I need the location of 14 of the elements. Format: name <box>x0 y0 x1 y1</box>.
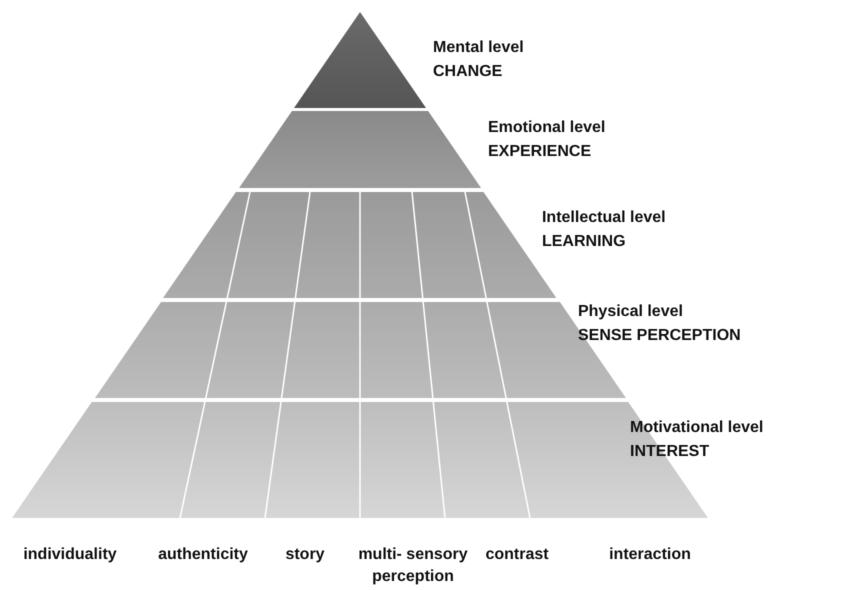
level-title: Mental level <box>432 38 524 58</box>
level-title: Motivational level <box>630 418 764 438</box>
level-title: Physical level <box>578 302 683 322</box>
column-label: individuality <box>22 545 118 565</box>
column-label: authenticity <box>157 545 249 565</box>
level-subtitle: EXPERIENCE <box>488 142 592 162</box>
level-title: Emotional level <box>488 118 606 138</box>
level-subtitle: CHANGE <box>432 62 502 82</box>
column-label: interaction <box>608 545 692 565</box>
level-subtitle: INTEREST <box>630 442 710 462</box>
column-label: multi- sensory perception <box>357 545 469 587</box>
level-subtitle: LEARNING <box>542 232 626 252</box>
level-title: Intellectual level <box>542 208 666 228</box>
level-subtitle: SENSE PERCEPTION <box>578 326 741 346</box>
